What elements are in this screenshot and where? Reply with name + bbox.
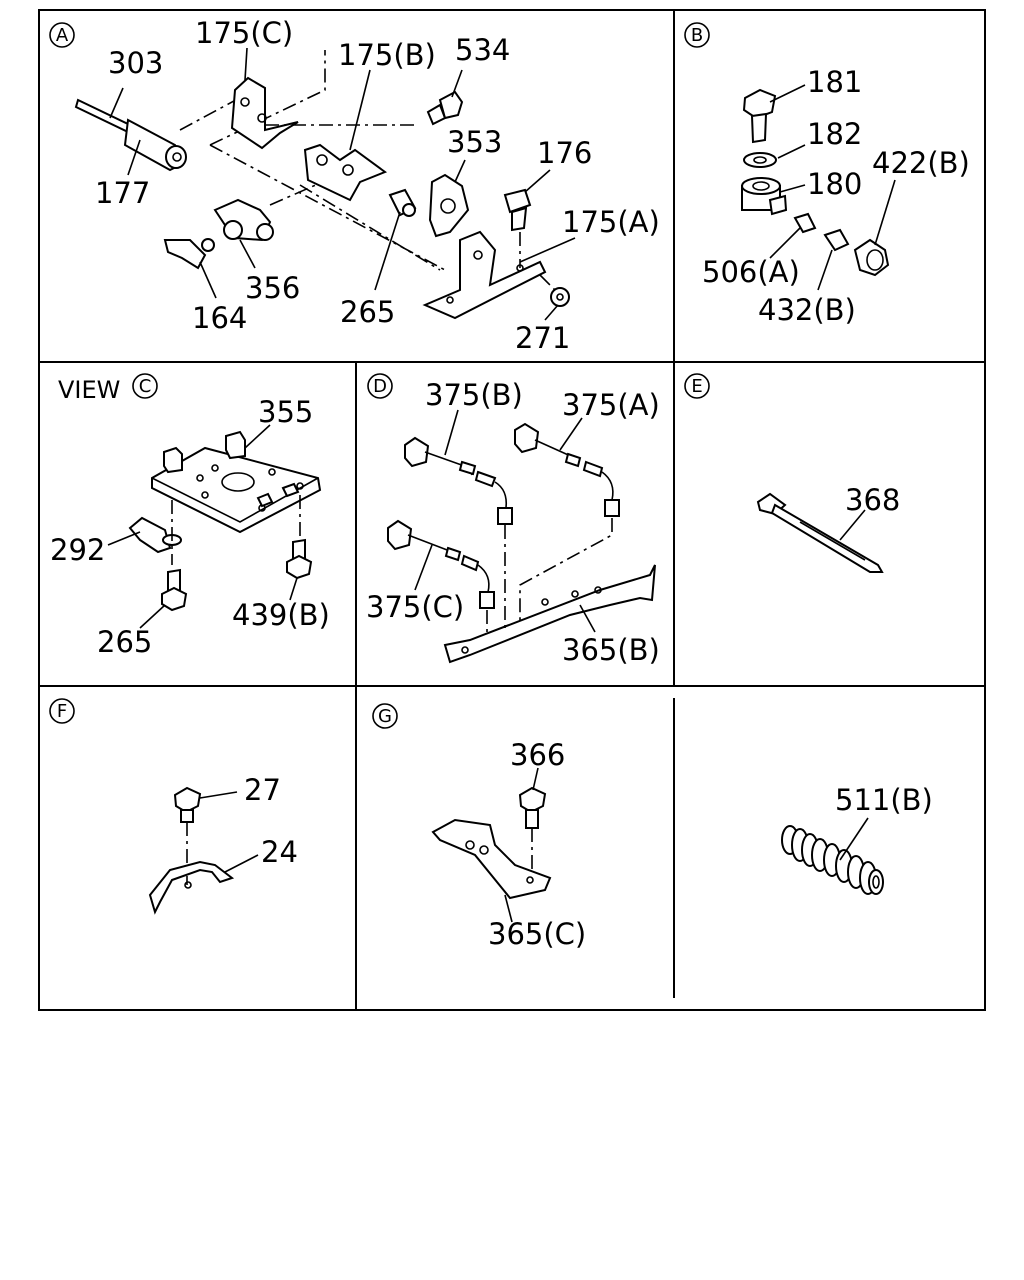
panel-a-badge: A [49, 22, 75, 48]
panel-b-badge: B [684, 22, 710, 48]
callout-271: 271 [515, 321, 570, 355]
callout-368: 368 [845, 483, 900, 517]
callout-177: 177 [95, 176, 150, 210]
callout-432b: 432(B) [758, 293, 856, 327]
panel-f-drawing [148, 786, 259, 915]
panel-g-badge: G [372, 703, 398, 729]
callout-375c: 375(C) [366, 590, 464, 624]
callout-27: 27 [244, 773, 281, 807]
callout-175b: 175(B) [338, 38, 436, 72]
callout-292: 292 [50, 533, 105, 567]
svg-text:F: F [57, 701, 67, 722]
callout-366: 366 [510, 738, 565, 772]
panel-f-badge: F [49, 698, 75, 724]
svg-text:E: E [691, 376, 702, 397]
panel-h-drawing [781, 817, 884, 895]
callout-24: 24 [261, 835, 298, 869]
callout-375b: 375(B) [425, 378, 523, 412]
svg-text:C: C [139, 376, 152, 397]
callout-534: 534 [455, 33, 510, 67]
svg-text:B: B [691, 25, 703, 46]
callout-175c: 175(C) [195, 16, 293, 50]
panel-b-drawing [741, 84, 896, 291]
callout-439b: 439(B) [232, 598, 330, 632]
svg-text:A: A [56, 25, 69, 46]
panel-g-drawing [431, 767, 552, 923]
panel-d-drawing [387, 409, 656, 664]
callout-182: 182 [807, 117, 862, 151]
panel-e-drawing [756, 492, 884, 573]
callout-506a: 506(A) [702, 255, 800, 289]
callout-176: 176 [537, 136, 592, 170]
callout-422b: 422(B) [872, 146, 970, 180]
callout-355: 355 [258, 395, 313, 429]
callout-180: 180 [807, 167, 862, 201]
callout-375a: 375(A) [562, 388, 660, 422]
panel-a-drawing [74, 47, 576, 321]
callout-265-c: 265 [97, 625, 152, 659]
panel-c-drawing [107, 424, 322, 629]
callout-365b: 365(B) [562, 633, 660, 667]
callout-164: 164 [192, 301, 247, 335]
callout-511b: 511(B) [835, 783, 933, 817]
callout-353: 353 [447, 125, 502, 159]
panel-c-badge: C [132, 373, 158, 399]
callout-365c: 365(C) [488, 917, 586, 951]
panel-e-badge: E [684, 373, 710, 399]
callout-265-a: 265 [340, 295, 395, 329]
callout-356: 356 [245, 271, 300, 305]
panel-frame [38, 9, 986, 1011]
svg-text:D: D [373, 376, 387, 397]
svg-text:G: G [378, 706, 392, 727]
panel-d-badge: D [367, 373, 393, 399]
callout-303: 303 [108, 46, 163, 80]
callout-175a: 175(A) [562, 205, 660, 239]
callout-181: 181 [807, 65, 862, 99]
view-prefix: VIEW [58, 376, 120, 404]
